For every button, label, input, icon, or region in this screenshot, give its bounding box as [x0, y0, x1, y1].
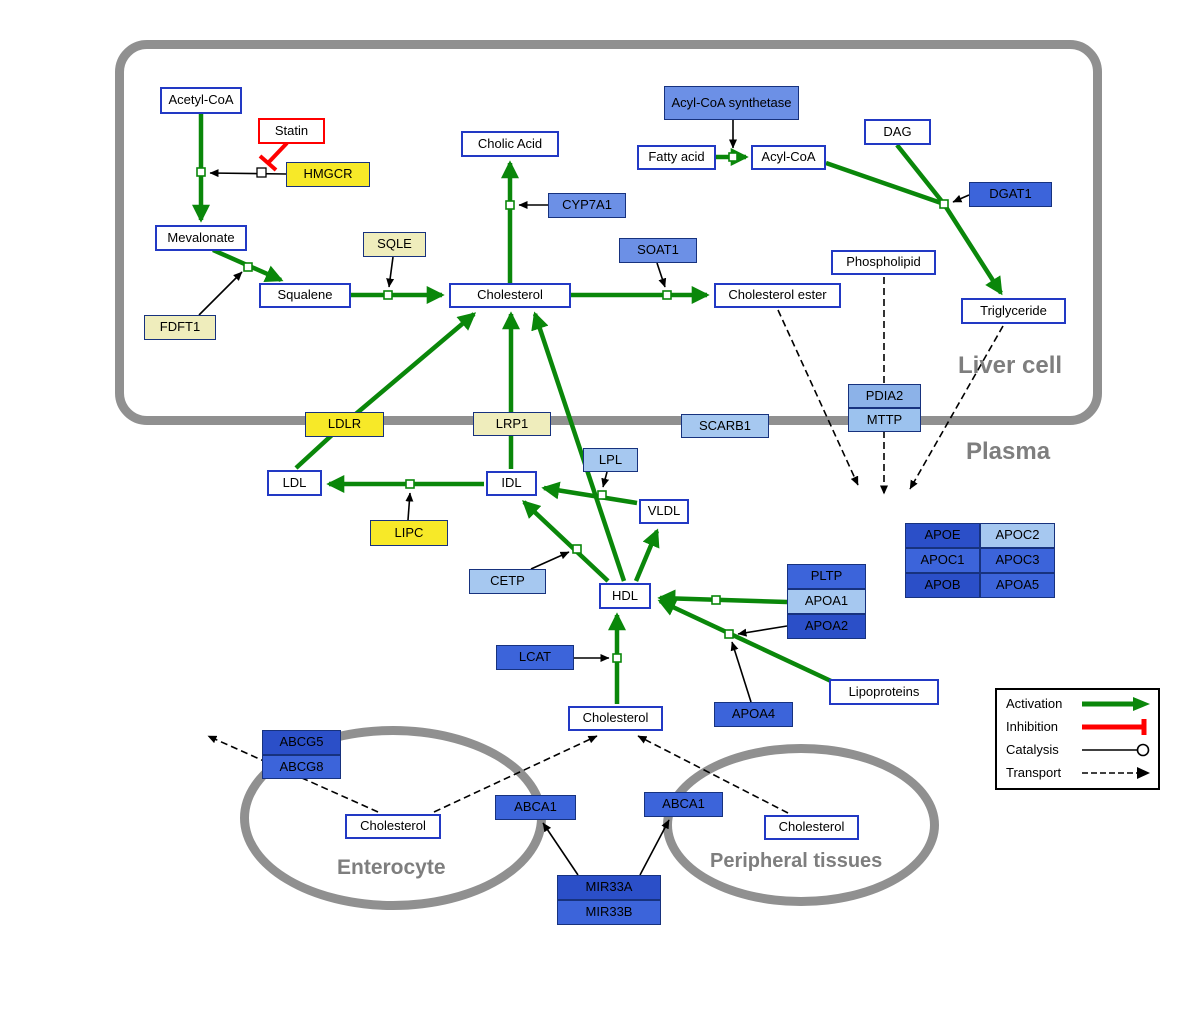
node-abca1-enterocyte[interactable]: ABCA1 — [495, 795, 576, 820]
node-cholesterol-ester[interactable]: Cholesterol ester — [714, 283, 841, 308]
node-acyl-coa[interactable]: Acyl-CoA — [751, 145, 826, 170]
node-apoc1[interactable]: APOC1 — [905, 548, 980, 573]
statin-target-anchor — [256, 167, 267, 178]
node-lipoproteins[interactable]: Lipoproteins — [829, 679, 939, 705]
activation-arrow-icon — [1082, 696, 1150, 711]
node-fatty-acid[interactable]: Fatty acid — [637, 145, 716, 170]
reaction-anchor-nodes — [196, 152, 949, 663]
node-apoc2[interactable]: APOC2 — [980, 523, 1055, 548]
inhibition-tbar-icon — [1082, 718, 1147, 735]
node-apoa5[interactable]: APOA5 — [980, 573, 1055, 598]
node-cholic-acid[interactable]: Cholic Acid — [461, 131, 559, 157]
node-acetyl-coa[interactable]: Acetyl-CoA — [160, 87, 242, 114]
node-lpl[interactable]: LPL — [583, 448, 638, 472]
peripheral-tissues-label: Peripheral tissues — [710, 850, 883, 872]
legend-row-activation: Activation — [997, 692, 1158, 715]
legend-inhibition-label: Inhibition — [1006, 719, 1059, 734]
node-sqle[interactable]: SQLE — [363, 232, 426, 257]
liver-cell-compartment — [115, 40, 1102, 425]
node-soat1[interactable]: SOAT1 — [619, 238, 697, 263]
node-ldlr[interactable]: LDLR — [305, 412, 384, 437]
node-lipc[interactable]: LIPC — [370, 520, 448, 546]
node-cholesterol-enterocyte[interactable]: Cholesterol — [345, 814, 441, 839]
node-apoe[interactable]: APOE — [905, 523, 980, 548]
legend-catalysis-label: Catalysis — [1006, 742, 1059, 757]
inhibition-edge — [258, 141, 289, 172]
transport-dashed-arrow-icon — [1082, 766, 1150, 779]
node-fdft1[interactable]: FDFT1 — [144, 315, 216, 340]
node-ldl[interactable]: LDL — [267, 470, 322, 496]
node-apob[interactable]: APOB — [905, 573, 980, 598]
node-cetp[interactable]: CETP — [469, 569, 546, 594]
node-dag[interactable]: DAG — [864, 119, 931, 145]
node-apoa2[interactable]: APOA2 — [787, 614, 866, 639]
node-cholesterol-plasma[interactable]: Cholesterol — [568, 706, 663, 731]
node-squalene[interactable]: Squalene — [259, 283, 351, 308]
node-mir33b[interactable]: MIR33B — [557, 900, 661, 925]
legend-row-transport: Transport — [997, 761, 1158, 784]
node-triglyceride[interactable]: Triglyceride — [961, 298, 1066, 324]
node-abcg8[interactable]: ABCG8 — [262, 755, 341, 779]
node-apoa4[interactable]: APOA4 — [714, 702, 793, 727]
legend-activation-label: Activation — [1006, 696, 1063, 711]
node-pltp[interactable]: PLTP — [787, 564, 866, 589]
node-abca1-peripheral[interactable]: ABCA1 — [644, 792, 723, 817]
node-dgat1[interactable]: DGAT1 — [969, 182, 1052, 207]
node-hdl[interactable]: HDL — [599, 583, 651, 609]
node-phospholipid[interactable]: Phospholipid — [831, 250, 936, 275]
node-cholesterol-peripheral[interactable]: Cholesterol — [764, 815, 859, 840]
node-acyl-coa-synthetase[interactable]: Acyl-CoA synthetase — [664, 86, 799, 120]
node-apoc3[interactable]: APOC3 — [980, 548, 1055, 573]
node-statin[interactable]: Statin — [258, 118, 325, 144]
liver-cell-label: Liver cell — [958, 352, 1063, 379]
node-lrp1[interactable]: LRP1 — [473, 412, 551, 436]
node-hmgcr[interactable]: HMGCR — [286, 162, 370, 187]
node-mttp[interactable]: MTTP — [848, 408, 921, 432]
node-mevalonate[interactable]: Mevalonate — [155, 225, 247, 251]
node-lcat[interactable]: LCAT — [496, 645, 574, 670]
node-cholesterol-liver[interactable]: Cholesterol — [449, 283, 571, 308]
node-pdia2[interactable]: PDIA2 — [848, 384, 921, 408]
node-vldl[interactable]: VLDL — [639, 499, 689, 524]
node-scarb1[interactable]: SCARB1 — [681, 414, 769, 438]
legend-row-inhibition: Inhibition — [997, 715, 1158, 738]
node-apoa1[interactable]: APOA1 — [787, 589, 866, 614]
enterocyte-label: Enterocyte — [337, 856, 446, 879]
plasma-label: Plasma — [966, 438, 1051, 465]
node-abcg5[interactable]: ABCG5 — [262, 730, 341, 755]
legend-row-catalysis: Catalysis — [997, 738, 1158, 761]
node-mir33a[interactable]: MIR33A — [557, 875, 661, 900]
catalysis-edges — [198, 119, 970, 876]
legend-transport-label: Transport — [1006, 765, 1062, 780]
catalysis-circle-icon — [1082, 743, 1150, 756]
legend: Activation Inhibition Catalysis Transpor… — [995, 688, 1160, 790]
node-idl[interactable]: IDL — [486, 471, 537, 496]
node-cyp7a1[interactable]: CYP7A1 — [548, 193, 626, 218]
